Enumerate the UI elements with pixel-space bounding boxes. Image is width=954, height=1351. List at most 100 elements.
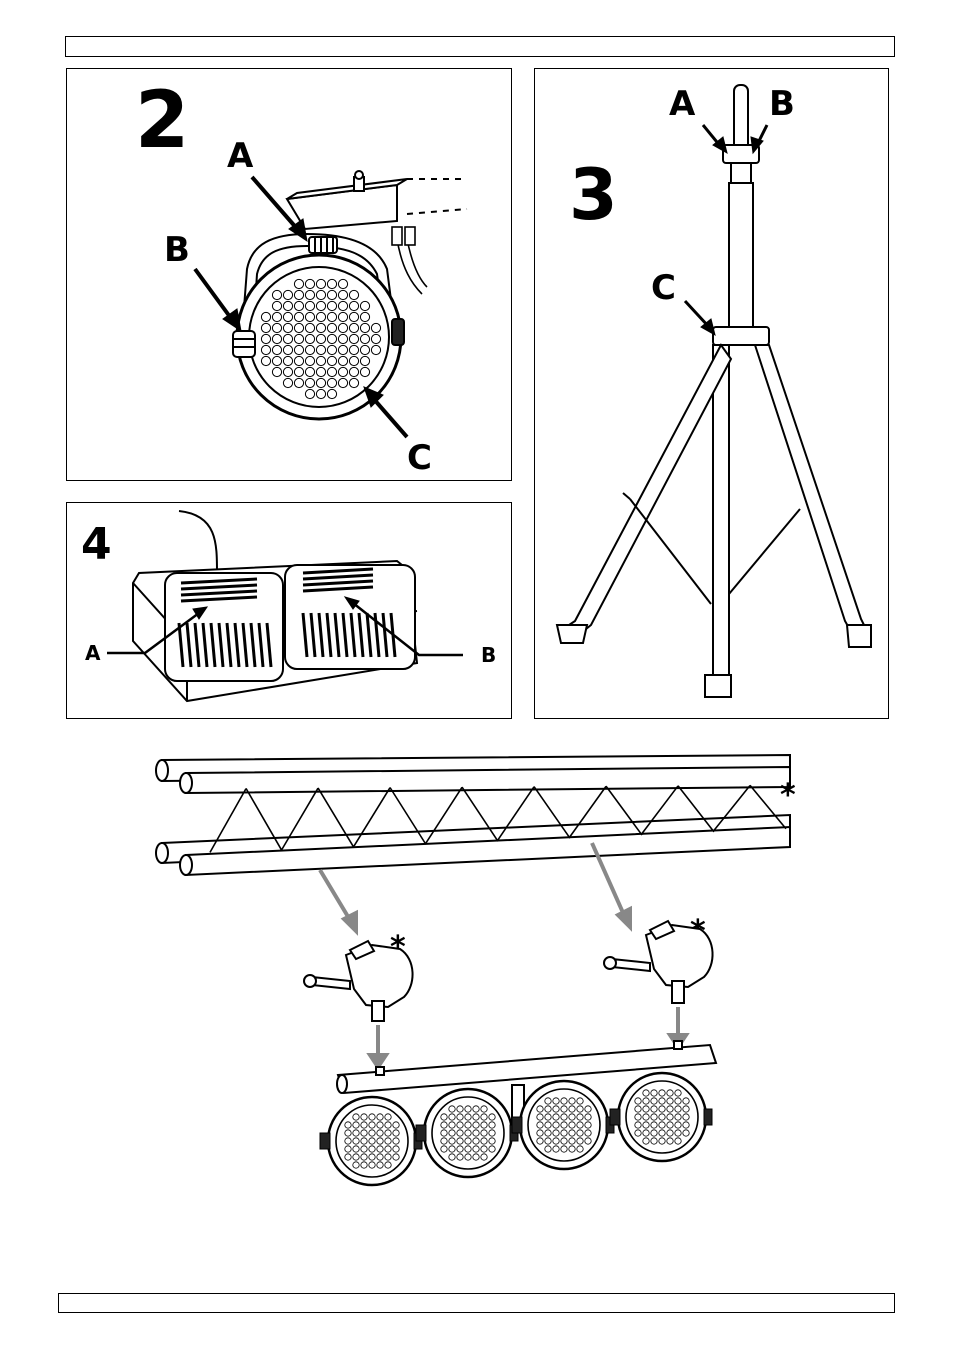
led-icon xyxy=(272,345,281,354)
led-icon xyxy=(327,290,336,299)
led-icon xyxy=(283,334,292,343)
led-icon xyxy=(360,323,369,332)
led-icon xyxy=(294,356,303,365)
led-icon xyxy=(261,312,270,321)
led-icon xyxy=(294,323,303,332)
figure-2-label-c: C xyxy=(407,438,432,478)
led-icon xyxy=(261,356,270,365)
led-icon xyxy=(349,378,358,387)
led-icon xyxy=(316,290,325,299)
led-icon xyxy=(272,312,281,321)
led-icon xyxy=(305,367,314,376)
par-lamp xyxy=(320,1097,422,1185)
led-icon xyxy=(261,334,270,343)
led-icon xyxy=(338,301,347,310)
par-lamp xyxy=(610,1073,712,1161)
figure-3-panel: 3 xyxy=(534,68,889,719)
mounting-bar xyxy=(287,171,467,229)
led-icon xyxy=(360,312,369,321)
led-icon xyxy=(327,345,336,354)
led-icon xyxy=(305,323,314,332)
led-icon xyxy=(283,367,292,376)
led-icon xyxy=(316,334,325,343)
led-icon xyxy=(349,323,358,332)
led-icon xyxy=(261,323,270,332)
led-icon xyxy=(338,290,347,299)
led-icon xyxy=(360,367,369,376)
led-icon xyxy=(327,312,336,321)
led-icon xyxy=(338,323,347,332)
footswitch-cable xyxy=(179,511,217,573)
led-icon xyxy=(349,334,358,343)
led-icon xyxy=(316,389,325,398)
led-icon xyxy=(349,345,358,354)
led-icon xyxy=(316,378,325,387)
clamp-left xyxy=(304,941,413,1021)
led-icon xyxy=(294,279,303,288)
led-icon xyxy=(294,378,303,387)
led-icon xyxy=(338,367,347,376)
led-icon xyxy=(327,378,336,387)
figure-2-panel: 2 xyxy=(66,68,512,481)
led-icon xyxy=(283,356,292,365)
half-couplers xyxy=(304,921,713,1021)
led-icon xyxy=(316,312,325,321)
figure-2-label-a: A xyxy=(227,136,254,176)
led-icon xyxy=(327,301,336,310)
figure-3-label-a: A xyxy=(669,84,696,124)
led-icon xyxy=(305,389,314,398)
led-icon xyxy=(261,345,270,354)
led-icon xyxy=(316,345,325,354)
led-icon xyxy=(316,367,325,376)
led-icon xyxy=(272,334,281,343)
led-icon xyxy=(283,378,292,387)
figure-4-drawing: 4 A B xyxy=(67,503,512,719)
led-icon xyxy=(305,345,314,354)
led-icon xyxy=(294,290,303,299)
led-icon xyxy=(272,367,281,376)
cables xyxy=(392,227,427,294)
led-icon xyxy=(349,356,358,365)
page-footer-box xyxy=(58,1293,895,1313)
led-icon xyxy=(294,345,303,354)
figure-4-label-a: A xyxy=(85,641,101,665)
figure-3-label-b: B xyxy=(769,84,795,124)
led-icon xyxy=(305,290,314,299)
led-icon xyxy=(283,312,292,321)
led-icon xyxy=(294,312,303,321)
led-icon xyxy=(294,334,303,343)
led-icon xyxy=(349,367,358,376)
led-icon xyxy=(272,356,281,365)
led-icon xyxy=(371,334,380,343)
led-icon xyxy=(294,301,303,310)
led-icon xyxy=(349,290,358,299)
led-icon xyxy=(305,356,314,365)
figure-2-number: 2 xyxy=(135,76,189,166)
led-icon xyxy=(305,312,314,321)
figure-3-label-c: C xyxy=(651,268,676,308)
led-icon xyxy=(349,301,358,310)
led-icon xyxy=(360,345,369,354)
led-icon xyxy=(338,356,347,365)
led-icon xyxy=(283,290,292,299)
led-icon xyxy=(283,301,292,310)
figure-4-number: 4 xyxy=(81,519,112,570)
figure-4-label-b: B xyxy=(481,643,496,667)
led-icon xyxy=(316,323,325,332)
led-icon xyxy=(371,345,380,354)
led-icon xyxy=(272,323,281,332)
led-icon xyxy=(338,279,347,288)
figure-4-panel: 4 A B xyxy=(66,502,512,719)
led-icon xyxy=(360,356,369,365)
led-icon xyxy=(305,279,314,288)
truss-mounting-figure: * * * xyxy=(150,745,810,1205)
figure-2-drawing: 2 xyxy=(67,69,512,481)
led-icon xyxy=(338,334,347,343)
top-knob xyxy=(309,237,337,253)
par-lamp xyxy=(512,1081,614,1169)
led-icon xyxy=(305,334,314,343)
led-icon xyxy=(338,312,347,321)
led-icon xyxy=(316,301,325,310)
led-icon xyxy=(316,356,325,365)
led-icon xyxy=(283,345,292,354)
